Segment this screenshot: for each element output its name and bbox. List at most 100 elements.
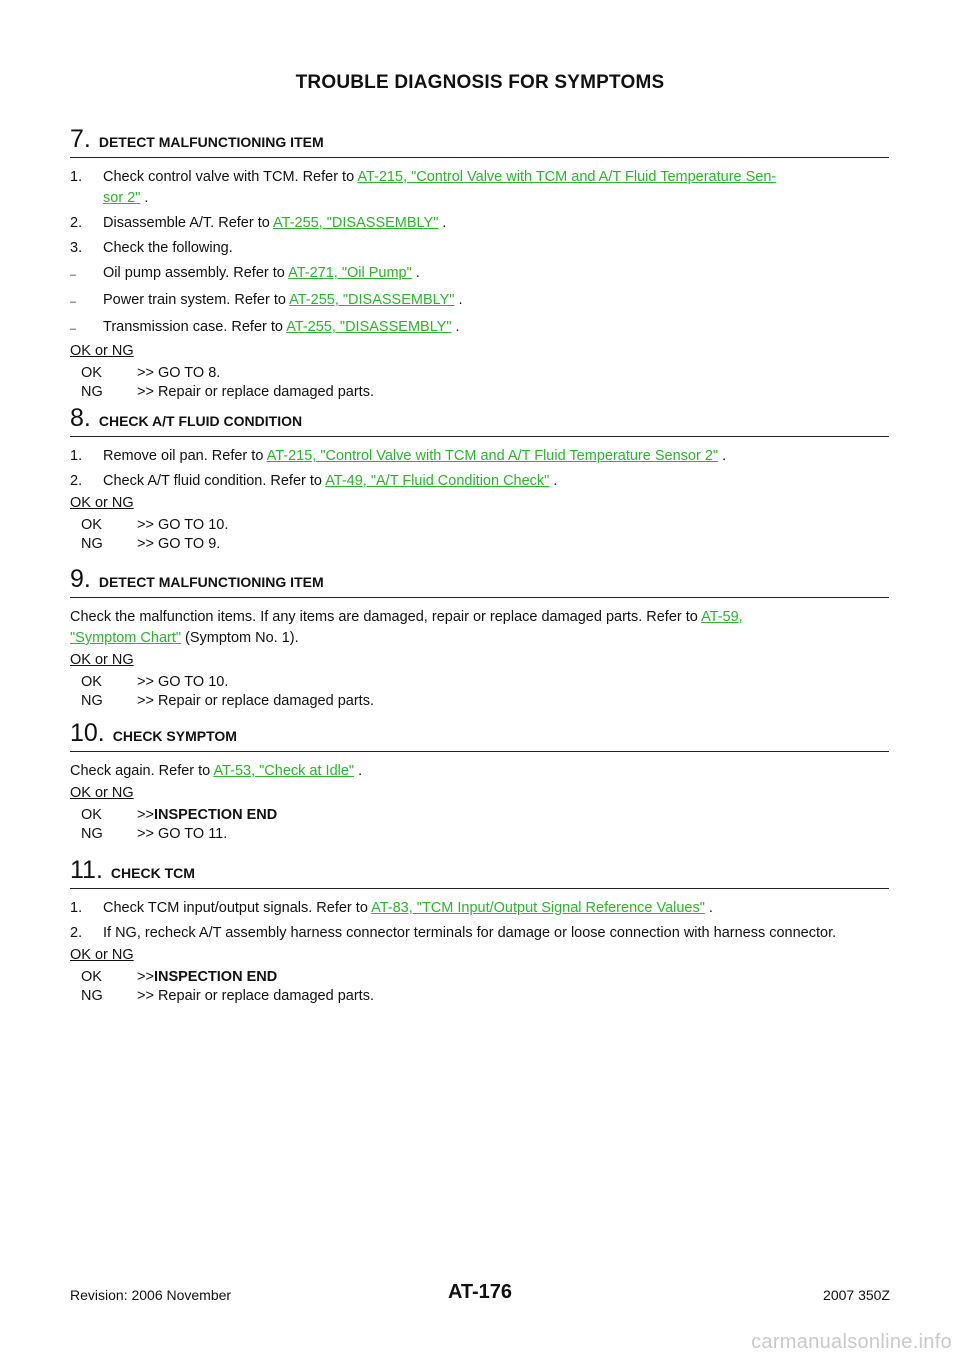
item-suffix: . — [140, 190, 149, 206]
item-text: Oil pump assembly. Refer to — [103, 265, 289, 281]
page-number: AT-176 — [447, 1281, 513, 1303]
reference-link[interactable]: AT-83, "TCM Input/Output Signal Referenc… — [371, 900, 705, 916]
item-text: Check the following. — [103, 240, 233, 256]
reference-link[interactable]: AT-49, "A/T Fluid Condition Check" — [325, 473, 550, 489]
reference-link-continued[interactable]: "Symptom Chart" — [70, 630, 182, 646]
step-header: 11. CHECK TCM — [70, 855, 889, 889]
reference-link[interactable]: AT-59, — [701, 609, 743, 625]
ng-label: NG — [81, 693, 103, 709]
ng-action: >> Repair or replace damaged parts. — [137, 384, 374, 400]
list-item: 1. Check TCM input/output signals. Refer… — [70, 898, 889, 919]
ok-label: OK — [81, 365, 102, 381]
ok-result: OK >> INSPECTION END — [70, 806, 889, 825]
reference-link[interactable]: AT-53, "Check at Idle" — [213, 763, 355, 779]
item-number: 1. — [70, 900, 83, 916]
ok-label: OK — [81, 674, 102, 690]
step-header: 9. DETECT MALFUNCTIONING ITEM — [70, 564, 889, 598]
item-suffix: . — [411, 265, 420, 281]
step-7: 7. DETECT MALFUNCTIONING ITEM 1. Check c… — [70, 124, 889, 402]
item-text: Check control valve with TCM. Refer to — [103, 169, 358, 185]
dash-bullet: – — [70, 323, 77, 335]
item-number: 1. — [70, 169, 83, 185]
item-text: Disassemble A/T. Refer to — [103, 215, 274, 231]
ng-label: NG — [81, 988, 103, 1004]
ng-action: >> Repair or replace damaged parts. — [137, 693, 374, 709]
list-item: 2. Disassemble A/T. Refer to AT-255, "DI… — [70, 213, 889, 234]
step-title: DETECT MALFUNCTIONING ITEM — [98, 574, 324, 590]
ok-action: >> GO TO 10. — [137, 517, 229, 533]
reference-link-continued[interactable]: sor 2" — [103, 190, 141, 206]
step-8: 8. CHECK A/T FLUID CONDITION 1. Remove o… — [70, 403, 889, 554]
ok-arrow: >> — [137, 969, 154, 985]
item-suffix: . — [718, 448, 727, 464]
item-number: 2. — [70, 215, 83, 231]
ng-result: NG>> GO TO 11. — [70, 825, 889, 844]
step-number: 9. — [70, 565, 91, 593]
ok-or-ng-label: OK or NG — [70, 495, 134, 511]
item-suffix: . — [438, 215, 447, 231]
paragraph: Check the malfunction items. If any item… — [70, 607, 889, 649]
item-number: 3. — [70, 240, 83, 256]
item-text: If NG, recheck A/T assembly harness conn… — [103, 925, 837, 941]
vehicle-model: 2007 350Z — [823, 1287, 890, 1303]
item-number: 1. — [70, 448, 83, 464]
item-suffix: . — [549, 473, 558, 489]
step-number: 8. — [70, 404, 91, 432]
ok-label: OK — [81, 969, 102, 985]
ok-action: INSPECTION END — [153, 969, 278, 985]
step-11: 11. CHECK TCM 1. Check TCM input/output … — [70, 855, 889, 1006]
reference-link[interactable]: AT-255, "DISASSEMBLY" — [286, 319, 452, 335]
page-title: TROUBLE DIAGNOSIS FOR SYMPTOMS — [295, 72, 665, 93]
dash-bullet: – — [70, 296, 77, 308]
reference-link[interactable]: AT-215, "Control Valve with TCM and A/T … — [357, 169, 777, 185]
step-header: 10. CHECK SYMPTOM — [70, 718, 889, 752]
step-title: CHECK SYMPTOM — [112, 728, 237, 744]
item-suffix: . — [451, 319, 460, 335]
ok-action: INSPECTION END — [153, 807, 278, 823]
list-item: 1. Remove oil pan. Refer to AT-215, "Con… — [70, 446, 889, 467]
ok-or-ng-label: OK or NG — [70, 343, 134, 359]
ok-result: OK >> GO TO 8. — [70, 364, 889, 383]
ok-label: OK — [81, 517, 102, 533]
paragraph-text: Check again. Refer to — [70, 763, 214, 779]
ok-or-ng-label: OK or NG — [70, 947, 134, 963]
list-item: 3. Check the following. — [70, 238, 889, 259]
sub-list-item: – Transmission case. Refer to AT-255, "D… — [70, 317, 889, 340]
reference-link[interactable]: AT-255, "DISASSEMBLY" — [273, 215, 439, 231]
item-text: Remove oil pan. Refer to — [103, 448, 267, 464]
item-text: Check TCM input/output signals. Refer to — [103, 900, 372, 916]
ok-or-ng-label: OK or NG — [70, 652, 134, 668]
ok-arrow: >> — [137, 807, 154, 823]
step-title: CHECK TCM — [110, 865, 195, 881]
item-text: Power train system. Refer to — [103, 292, 290, 308]
paragraph-suffix: . — [354, 763, 363, 779]
sub-list-item: – Oil pump assembly. Refer to AT-271, "O… — [70, 263, 889, 286]
item-number: 2. — [70, 473, 83, 489]
step-number: 10. — [70, 719, 105, 747]
ng-action: >> Repair or replace damaged parts. — [137, 988, 374, 1004]
ok-action: >> GO TO 10. — [137, 674, 229, 690]
step-title: CHECK A/T FLUID CONDITION — [98, 413, 303, 429]
ng-result: NG >> Repair or replace damaged parts. — [70, 692, 889, 711]
reference-link[interactable]: AT-215, "Control Valve with TCM and A/T … — [266, 448, 719, 464]
ng-label: NG — [81, 384, 103, 400]
item-text: Transmission case. Refer to — [103, 319, 287, 335]
step-number: 7. — [70, 125, 91, 153]
step-title: DETECT MALFUNCTIONING ITEM — [98, 134, 324, 150]
list-item: 2. If NG, recheck A/T assembly harness c… — [70, 923, 889, 944]
reference-link[interactable]: AT-271, "Oil Pump" — [288, 265, 412, 281]
ok-action: >> GO TO 8. — [137, 365, 221, 381]
item-number: 2. — [70, 925, 83, 941]
ok-result: OK >> GO TO 10. — [70, 516, 889, 535]
dash-bullet: – — [70, 269, 77, 281]
step-10: 10. CHECK SYMPTOM Check again. Refer to … — [70, 718, 889, 844]
ng-action: >> GO TO 11. — [137, 826, 228, 842]
reference-link[interactable]: AT-255, "DISASSEMBLY" — [289, 292, 455, 308]
ng-result: NG>> GO TO 9. — [70, 535, 889, 554]
ok-or-ng-label: OK or NG — [70, 785, 134, 801]
list-item: 1. Check control valve with TCM. Refer t… — [70, 167, 889, 209]
ok-result: OK >> INSPECTION END — [70, 968, 889, 987]
step-number: 11. — [70, 856, 103, 884]
ok-label: OK — [81, 807, 102, 823]
revision-date: Revision: 2006 November — [70, 1287, 232, 1303]
